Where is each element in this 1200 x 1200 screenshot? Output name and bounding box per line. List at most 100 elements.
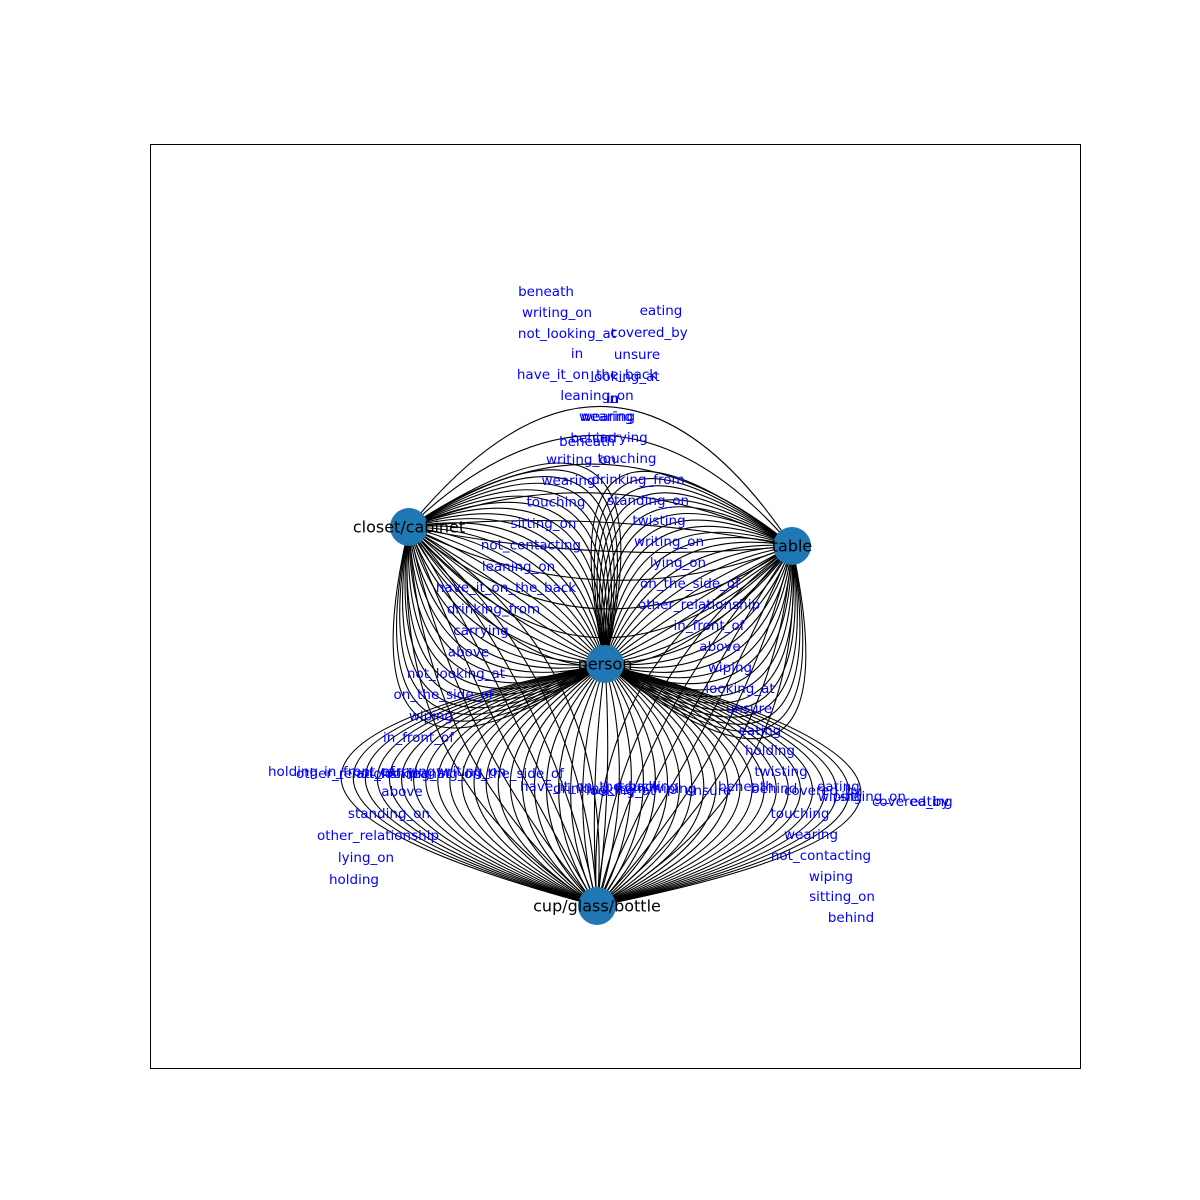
person-cup-edge: [596, 663, 850, 907]
edge-label-cup-row: holding: [268, 764, 318, 780]
edge-label-person-closet: drinking_from: [447, 602, 540, 618]
table-cup-edge: [596, 545, 793, 907]
edge-label-person-closet: on_the_side_of: [394, 687, 495, 703]
person-table-edge: [604, 545, 793, 665]
edge-label-cup-row: eating: [817, 779, 860, 795]
edge-label-cup-row: touching: [619, 779, 678, 795]
person-cup-edge: [596, 663, 765, 907]
person-closet-edge: [408, 526, 606, 665]
edge-label-person-table: sitting_on: [840, 789, 906, 805]
edge-label-cup-row: have_it_on_the_back: [520, 779, 660, 795]
edge-label-cup-row: unsure: [685, 783, 731, 799]
edge-label-person-cup: standing_on: [348, 806, 430, 822]
node-label-cup: cup/glass/bottle: [533, 897, 661, 916]
person-closet-edge: [408, 489, 610, 665]
closet-table-edge: [408, 526, 793, 639]
edge-label-person-table: wiping: [818, 789, 862, 805]
edge-label-person-table: on_the_side_of: [640, 576, 741, 592]
person-cup-edge: [596, 663, 789, 907]
edge-label-person-closet: wearing: [579, 409, 633, 425]
person-table-edge: [604, 545, 793, 665]
person-table-edge: [604, 541, 793, 665]
person-table-edge: [604, 545, 793, 665]
node-person: [586, 645, 624, 683]
person-cup-edge: [596, 663, 753, 907]
person-table-edge: [596, 485, 793, 665]
person-table-edge: [593, 478, 793, 665]
closet-table-edge: [408, 526, 793, 554]
person-table-edge: [604, 545, 793, 666]
person-table-edge: [604, 545, 804, 732]
edge-label-person-cup: wiping: [809, 869, 853, 885]
person-table-edge: [604, 545, 793, 665]
table-cup-edge: [595, 545, 793, 907]
closet-table-edge: [408, 526, 793, 610]
edge-label-person-table: above: [699, 639, 740, 655]
edge-label-person-cup: above: [381, 784, 422, 800]
closet-cup-edge: [408, 526, 598, 907]
person-cup-edge: [596, 663, 801, 907]
closet-cup-edge: [408, 526, 598, 907]
edge-label-person-closet: leaning_on: [482, 559, 555, 575]
table-cup-edge: [596, 545, 794, 907]
edge-label-person-stack: leaning_on: [560, 388, 633, 404]
person-table-edge: [604, 519, 793, 665]
edge-label-person-table: twisting: [754, 764, 807, 780]
edge-label-person-table: lying_on: [650, 555, 706, 571]
edge-label-cup-row: leaning_on: [408, 766, 481, 782]
edge-label-person-cup: lying_on: [338, 850, 394, 866]
edge-label-cup-row: wiping: [652, 781, 696, 797]
edge-label-person-table: touching: [598, 451, 657, 467]
closet-cup-edge: [408, 526, 598, 907]
closet-table-edge: [408, 519, 793, 547]
person-cup-edge: [596, 663, 741, 907]
edge-label-cup-row: eating: [910, 794, 953, 810]
person-cup-edge: [461, 663, 606, 907]
edge-label-person-stack: beneath: [518, 284, 574, 300]
node-label-table: table: [772, 537, 813, 556]
edge-label-person-table: in_front_of: [674, 618, 746, 634]
edge-label-person-cup: behind: [828, 910, 874, 926]
closet-cup-edge: [406, 526, 598, 907]
edge-label-cup-row: not_looking_at: [352, 766, 450, 782]
table-cup-edge: [596, 545, 793, 907]
person-cup-edge: [596, 663, 717, 907]
person-cup-edge: [596, 663, 777, 907]
person-cup-edge: [388, 663, 606, 907]
edge-label-person-stack: have_it_on_the_back: [517, 367, 657, 383]
edge-label-person-table: unsure: [614, 347, 660, 363]
person-table-edge: [604, 544, 793, 665]
person-closet-edge: [408, 476, 615, 665]
person-cup-edge: [497, 663, 606, 907]
edge-label-person-table: standing_on: [607, 493, 689, 509]
closet-cup-edge: [408, 526, 598, 907]
person-table-edge: [604, 545, 793, 669]
person-closet-edge: [408, 526, 606, 665]
edge-label-cup-row: carrying: [380, 764, 435, 780]
edge-label-cup-row: looking_at: [586, 783, 655, 799]
closet-table-edge: [408, 406, 793, 547]
person-cup-edge: [596, 663, 609, 907]
node-label-person: person: [578, 655, 633, 674]
edge-label-person-closet: wiping: [409, 709, 453, 725]
edge-label-person-closet: behind: [570, 430, 616, 446]
table-cup-edge: [596, 545, 793, 907]
person-closet-edge: [408, 469, 618, 665]
person-cup-edge: [596, 663, 632, 907]
edge-label-person-closet: not_contacting: [481, 537, 581, 553]
edge-label-cup-row: beneath: [718, 779, 774, 795]
person-closet-edge: [404, 526, 606, 702]
person-closet-edge: [402, 526, 606, 709]
edge-label-person-cup: holding: [329, 872, 379, 888]
edge-label-person-closet: in_front_of: [383, 730, 455, 746]
person-closet-edge: [408, 526, 606, 669]
closet-table-edge: [408, 526, 793, 581]
edge-label-person-table: holding: [745, 743, 795, 759]
edge-label-person-cup: wearing: [784, 827, 838, 843]
closet-cup-edge: [408, 526, 598, 907]
person-cup-edge: [533, 663, 606, 907]
edge-label-person-table: other_relationship: [638, 597, 760, 613]
person-table-edge: [604, 545, 793, 665]
person-closet-edge: [408, 526, 606, 666]
